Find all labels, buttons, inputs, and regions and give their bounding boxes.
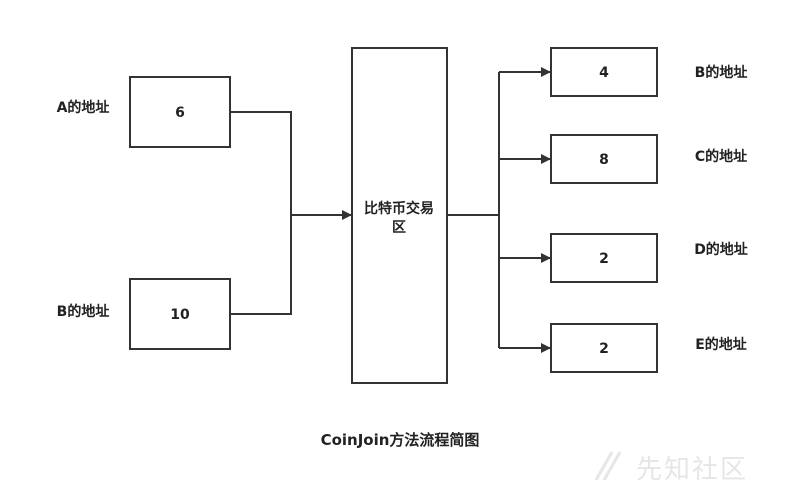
watermark-text: 先知社区 [636, 455, 748, 485]
output-c-value: 8 [599, 152, 609, 168]
output-e-value: 2 [599, 341, 609, 357]
output-b-box [550, 47, 658, 97]
exchange-box [351, 47, 448, 384]
output-c-label: C的地址 [695, 148, 747, 165]
input-a-value: 6 [175, 105, 185, 121]
output-e-box [550, 323, 658, 373]
input-a-label: A的地址 [57, 99, 110, 116]
input-b-value: 10 [170, 307, 190, 323]
output-c-box [550, 134, 658, 184]
input-b-box [129, 278, 231, 350]
output-b-value: 4 [599, 65, 609, 81]
watermark: 先知社区 [594, 451, 748, 485]
diagram-caption: CoinJoin方法流程简图 [321, 431, 480, 449]
input-connector [230, 111, 292, 315]
exchange-label-line2: 区 [392, 220, 406, 236]
input-a-box [129, 76, 231, 148]
output-d-label: D的地址 [694, 241, 748, 258]
watermark-logo-icon [594, 451, 622, 481]
output-d-box [550, 233, 658, 283]
output-d-value: 2 [599, 251, 609, 267]
input-b-label: B的地址 [57, 303, 110, 320]
output-e-label: E的地址 [695, 336, 747, 353]
exchange-label-line1: 比特币交易 [364, 200, 434, 217]
output-b-label: B的地址 [695, 64, 748, 81]
